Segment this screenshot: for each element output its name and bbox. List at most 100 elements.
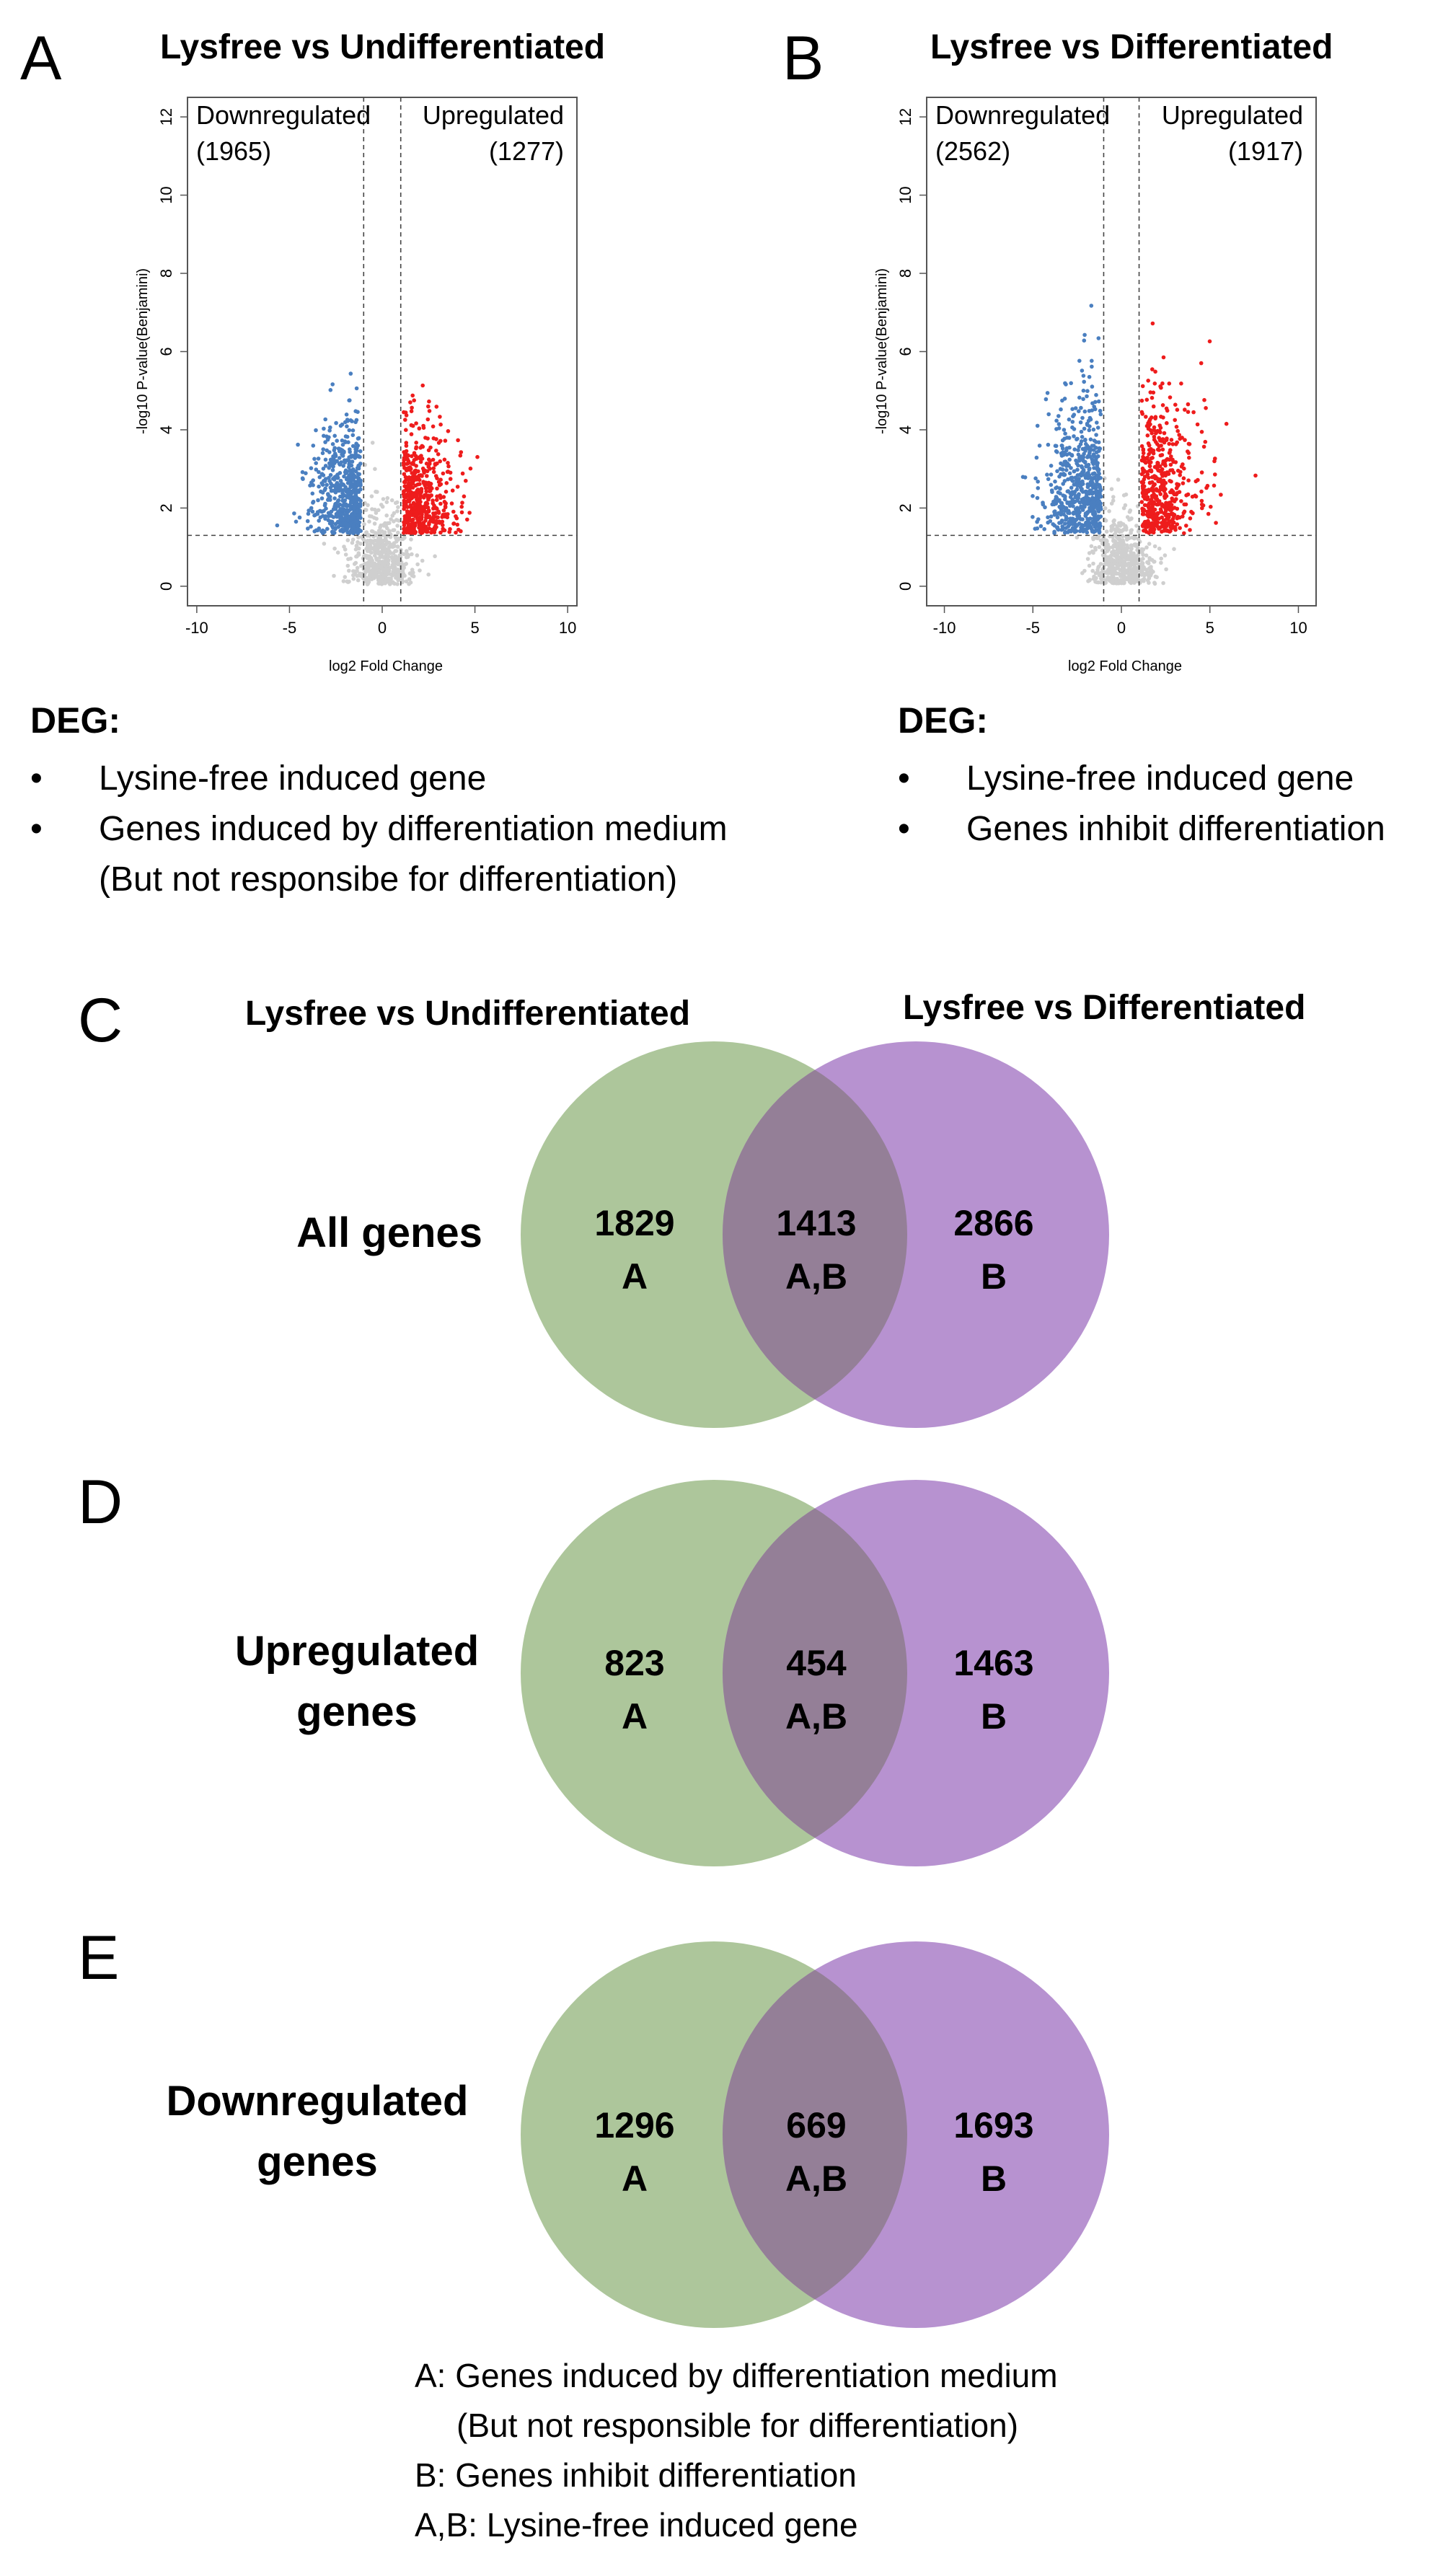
data-point xyxy=(331,515,336,519)
data-point xyxy=(345,475,350,480)
down-count: (1965) xyxy=(196,136,271,166)
data-point xyxy=(330,521,334,525)
data-point xyxy=(395,509,400,513)
data-point xyxy=(342,474,346,479)
data-point xyxy=(311,444,316,448)
data-point xyxy=(1085,530,1090,535)
data-point xyxy=(347,428,352,433)
data-point xyxy=(381,497,386,501)
data-point xyxy=(358,571,362,576)
data-point xyxy=(381,581,386,586)
data-point xyxy=(434,405,439,409)
data-point xyxy=(332,507,336,511)
data-point xyxy=(337,502,343,507)
data-point xyxy=(358,503,363,508)
data-point xyxy=(431,469,436,475)
data-point xyxy=(1099,580,1103,585)
data-point xyxy=(1044,397,1049,402)
data-point xyxy=(319,496,325,500)
data-point xyxy=(365,556,370,560)
data-point xyxy=(437,482,442,488)
data-point xyxy=(406,454,410,458)
data-point xyxy=(323,486,328,491)
data-point xyxy=(345,488,350,493)
data-point xyxy=(1088,437,1093,442)
data-point xyxy=(1059,407,1063,412)
data-point xyxy=(353,447,358,451)
data-point xyxy=(305,519,310,524)
data-point xyxy=(349,454,354,458)
data-point xyxy=(428,462,432,466)
data-point xyxy=(326,498,330,502)
data-point xyxy=(1136,537,1141,542)
points-layer xyxy=(1020,304,1258,586)
data-point xyxy=(1111,538,1116,542)
data-point xyxy=(1098,412,1103,417)
data-point xyxy=(1124,525,1128,530)
data-point xyxy=(1116,551,1120,556)
data-point xyxy=(343,547,348,552)
data-point xyxy=(425,469,430,474)
data-point xyxy=(395,544,400,549)
data-point xyxy=(1109,570,1114,575)
data-point xyxy=(1147,566,1152,570)
data-point xyxy=(1089,544,1094,549)
data-point xyxy=(1085,516,1090,521)
data-point xyxy=(433,462,438,467)
data-point xyxy=(446,461,450,465)
data-point xyxy=(1077,409,1081,413)
data-point xyxy=(1147,542,1152,546)
venn-b-label: B xyxy=(981,1256,1007,1297)
data-point xyxy=(412,451,417,455)
legend-line: A,B: Lysine-free induced gene xyxy=(415,2506,858,2544)
data-point xyxy=(394,570,400,574)
data-point xyxy=(384,513,389,518)
venn-row-label-line: genes xyxy=(296,1688,418,1735)
legend-line: A: Genes induced by differentiation medi… xyxy=(415,2357,1058,2394)
data-point xyxy=(404,579,409,583)
data-point xyxy=(372,516,376,520)
data-point xyxy=(433,474,438,478)
data-point xyxy=(424,513,429,519)
data-point xyxy=(402,501,407,506)
data-point xyxy=(402,493,407,498)
data-point xyxy=(1082,379,1086,384)
data-point xyxy=(1133,535,1137,540)
data-point xyxy=(409,490,414,495)
data-point xyxy=(415,496,419,500)
data-point xyxy=(1059,500,1064,506)
data-point xyxy=(1094,433,1098,437)
data-point xyxy=(1087,563,1092,568)
data-point xyxy=(1046,412,1051,417)
data-point xyxy=(386,552,390,557)
data-point xyxy=(417,426,422,431)
data-point xyxy=(410,485,415,490)
data-point xyxy=(374,490,378,494)
data-point xyxy=(443,438,448,443)
data-point xyxy=(315,510,320,514)
data-point xyxy=(1159,556,1163,561)
data-point xyxy=(468,466,473,471)
data-point xyxy=(353,547,358,552)
data-point xyxy=(1072,434,1076,438)
panel-letter-e: E xyxy=(78,1923,120,1993)
data-point xyxy=(367,519,371,524)
data-point xyxy=(358,454,362,459)
data-point xyxy=(387,581,392,586)
data-point xyxy=(455,522,459,527)
data-point xyxy=(374,511,379,515)
data-point xyxy=(332,496,337,500)
data-point xyxy=(1077,500,1082,505)
data-point xyxy=(296,442,300,447)
data-point xyxy=(347,462,352,467)
data-point xyxy=(1072,427,1077,431)
data-point xyxy=(1116,477,1121,482)
data-point xyxy=(1051,522,1055,526)
data-point xyxy=(1147,569,1152,573)
data-point xyxy=(339,460,344,464)
y-tick-label: 10 xyxy=(157,186,175,203)
data-point xyxy=(431,436,436,441)
venn-a-label: A xyxy=(622,1256,648,1297)
data-point xyxy=(1131,570,1136,576)
data-point xyxy=(1103,506,1108,511)
